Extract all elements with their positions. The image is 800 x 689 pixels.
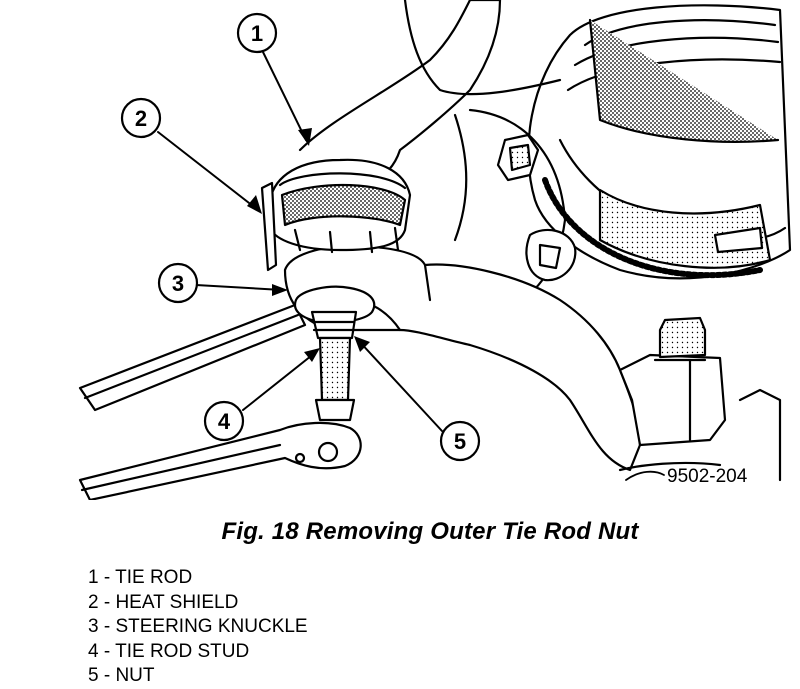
wrench-lower bbox=[78, 421, 362, 500]
legend-item-steering-knuckle: 3 - STEERING KNUCKLE bbox=[88, 616, 308, 637]
callout-4-number: 4 bbox=[218, 409, 231, 434]
figure-code: 9502-204 bbox=[667, 466, 748, 487]
callout-5-number: 5 bbox=[454, 429, 466, 454]
wrench-handle-upper bbox=[78, 303, 307, 412]
callout-2-circle bbox=[120, 97, 162, 139]
hub-assembly bbox=[527, 4, 792, 280]
knuckle-bolt bbox=[496, 133, 577, 282]
callout-3-circle bbox=[157, 262, 199, 304]
legend-item-nut: 5 - NUT bbox=[88, 665, 155, 686]
callout-5-circle bbox=[439, 420, 481, 462]
leader-arrowheads bbox=[247, 128, 370, 362]
lower-bracket bbox=[618, 316, 782, 482]
leader-lines bbox=[157, 49, 443, 432]
tie-rod-stud bbox=[293, 285, 376, 422]
callout-1-circle bbox=[236, 12, 278, 54]
legend-item-tie-rod-stud: 4 - TIE ROD STUD bbox=[88, 640, 250, 662]
callout-4-circle bbox=[203, 400, 245, 442]
tie-rod-body bbox=[298, 0, 567, 302]
parts-legend: 1 - TIE ROD 2 - HEAT SHIELD 3 - STEERING… bbox=[88, 566, 308, 689]
technical-illustration: 1 2 3 4 5 9502-204 bbox=[78, 0, 792, 500]
legend-item-tie-rod: 1 - TIE ROD bbox=[88, 567, 193, 588]
figure-code-leader bbox=[625, 470, 665, 481]
callout-3-number: 3 bbox=[172, 271, 184, 296]
legend-item-heat-shield: 2 - HEAT SHIELD bbox=[88, 591, 239, 613]
figure-caption: Fig. 18 Removing Outer Tie Rod Nut bbox=[221, 518, 639, 545]
callout-2-number: 2 bbox=[135, 106, 147, 131]
heat-shield bbox=[260, 158, 412, 272]
callout-1-number: 1 bbox=[251, 21, 263, 46]
